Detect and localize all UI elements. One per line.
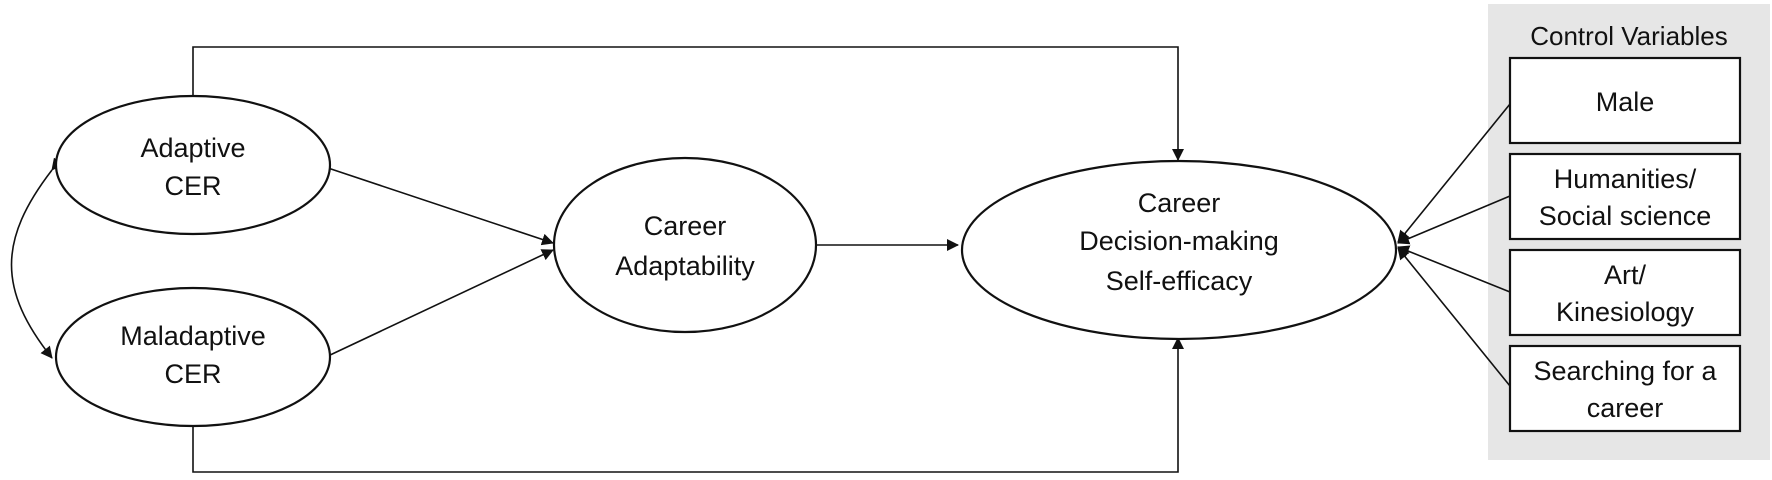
arrow-art-to-dmse bbox=[1397, 245, 1511, 293]
arrow-humanities-to-dmse bbox=[1397, 195, 1511, 245]
adaptive-cer-label-2: CER bbox=[164, 171, 221, 201]
control-searching-label-2: career bbox=[1587, 393, 1664, 423]
career-dmse-ellipse bbox=[960, 159, 1398, 341]
control-male-box bbox=[1508, 56, 1742, 145]
correlation-adaptive-maladaptive bbox=[10, 157, 64, 359]
control-humanities-box bbox=[1508, 152, 1742, 241]
arrow-adaptive-to-dmse-top bbox=[192, 46, 1184, 161]
career-adaptability-label-1: Career bbox=[644, 211, 727, 241]
control-humanities-label-1: Humanities/ bbox=[1554, 164, 1697, 194]
career-dmse-label-1: Career bbox=[1138, 188, 1221, 218]
control-art-label-2: Kinesiology bbox=[1556, 297, 1695, 327]
maladaptive-cer-label-1: Maladaptive bbox=[120, 321, 266, 351]
control-variables-title: Control Variables bbox=[1530, 21, 1728, 51]
career-dmse-label-2: Decision-making bbox=[1079, 226, 1279, 256]
adaptive-cer-ellipse bbox=[54, 94, 332, 236]
control-searching-label-1: Searching for a bbox=[1533, 356, 1717, 386]
arrow-adaptive-to-adaptability bbox=[327, 167, 554, 246]
control-male-label: Male bbox=[1596, 87, 1655, 117]
adaptive-cer-label-1: Adaptive bbox=[140, 133, 245, 163]
career-adaptability-ellipse bbox=[552, 156, 818, 334]
arrow-male-to-dmse bbox=[1397, 103, 1511, 243]
control-searching-box bbox=[1508, 344, 1742, 433]
career-dmse-label-3: Self-efficacy bbox=[1106, 266, 1253, 296]
maladaptive-cer-ellipse bbox=[54, 286, 332, 428]
control-humanities-label-2: Social science bbox=[1539, 201, 1712, 231]
control-art-box bbox=[1508, 248, 1742, 337]
arrow-maladaptive-to-adaptability bbox=[327, 249, 554, 357]
arrow-maladaptive-to-dmse-bottom bbox=[192, 337, 1184, 473]
control-art-label-1: Art/ bbox=[1604, 260, 1647, 290]
maladaptive-cer-label-2: CER bbox=[164, 359, 221, 389]
career-adaptability-label-2: Adaptability bbox=[615, 251, 755, 281]
arrow-searching-to-dmse bbox=[1397, 247, 1511, 387]
